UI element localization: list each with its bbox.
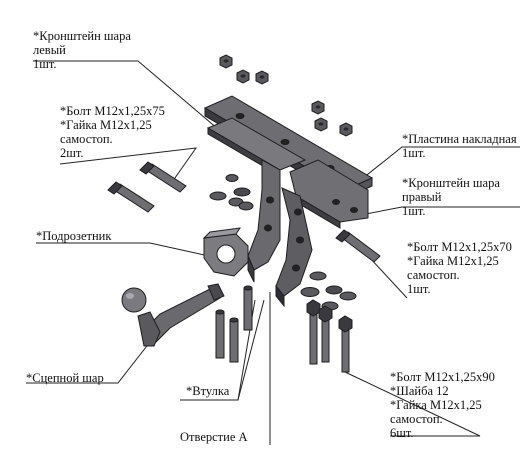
label-line: *Болт М12х1,25х70	[407, 240, 512, 254]
label-line: *Сцепной шар	[26, 371, 104, 385]
label-line: *Гайка М12х1,25	[60, 118, 152, 132]
leader-tow-ball	[26, 341, 151, 384]
label-line: *Болт М12х1,25х90	[390, 370, 495, 384]
bolt-icon	[338, 315, 353, 373]
bolt-icon	[139, 161, 187, 193]
label-line: *Шайба 12	[390, 384, 449, 398]
label-bracket-right: *Кронштейн шара правый 1шт.	[402, 176, 500, 218]
leader-bolt-90	[344, 371, 481, 437]
label-line: *Кронштейн шара	[33, 29, 131, 43]
label-line: 1шт.	[402, 204, 426, 218]
socket-plate-part	[202, 227, 249, 277]
leader-socket-plate	[36, 242, 219, 259]
label-line: *Кронштейн шара	[402, 176, 500, 190]
leader-bracket-left	[33, 60, 246, 153]
bolt-icon	[306, 299, 321, 365]
label-line: 1шт.	[407, 282, 431, 296]
label-line: самостоп.	[60, 132, 113, 146]
label-line: *Гайка М12х1,25	[407, 254, 499, 268]
label-line: 6шт.	[390, 426, 414, 440]
label-line: самостоп.	[407, 268, 460, 282]
bushing-icon	[243, 285, 253, 331]
label-bolt-75: *Болт М12х1,25х75 *Гайка М12х1,25 самост…	[60, 104, 165, 160]
bolt-75-group	[107, 161, 187, 213]
washer-group-left	[209, 174, 254, 211]
bolt-icon	[335, 229, 381, 263]
label-line: *Пластина накладная	[402, 132, 517, 146]
label-plate: *Пластина накладная 1шт.	[402, 132, 517, 160]
leader-lines	[26, 60, 520, 445]
left-bracket-part	[206, 117, 307, 283]
nut-icon	[311, 100, 325, 115]
label-line: 2шт.	[60, 146, 84, 160]
nut-icon	[255, 70, 269, 85]
leader-bolt-70	[369, 257, 408, 299]
nut-icon	[339, 122, 353, 137]
leader-bushing-2	[237, 299, 265, 401]
label-line: *Подрозетник	[36, 229, 112, 243]
right-bracket-part	[275, 159, 369, 308]
label-bracket-left: *Кронштейн шара левый 1шт.	[33, 29, 131, 71]
tow-ball-part	[121, 283, 225, 347]
label-line: самостоп.	[390, 412, 443, 426]
bushing-icon	[229, 317, 239, 363]
label-line: 1шт.	[402, 146, 426, 160]
label-line: правый	[402, 190, 442, 204]
nut-icon	[314, 117, 328, 132]
label-line: Отверстие А	[180, 430, 248, 444]
label-line: левый	[33, 43, 66, 57]
label-bushing: *Втулка	[186, 384, 229, 398]
label-line: *Болт М12х1,25х75	[60, 104, 165, 118]
label-hole-a: Отверстие А	[180, 430, 248, 444]
leader-bolt-75	[59, 147, 198, 186]
bolt-icon	[318, 305, 333, 363]
nut-group-top	[219, 54, 353, 137]
bushing-group	[215, 285, 253, 363]
bolt-90-group	[306, 299, 353, 373]
label-line: 1шт.	[33, 57, 57, 71]
nut-icon	[236, 69, 250, 84]
label-bolt-90: *Болт М12х1,25х90 *Шайба 12 *Гайка М12х1…	[390, 370, 495, 440]
bolt-70-group	[335, 229, 381, 263]
label-socket-plate: *Подрозетник	[36, 229, 111, 243]
bushing-icon	[215, 309, 225, 359]
label-line: *Гайка М12х1,25	[390, 398, 482, 412]
label-bolt-70: *Болт М12х1,25х70 *Гайка М12х1,25 самост…	[407, 240, 512, 296]
nut-icon	[219, 54, 233, 69]
label-line: *Втулка	[186, 384, 230, 398]
bolt-icon	[107, 181, 155, 213]
label-tow-ball: *Сцепной шар	[26, 371, 104, 385]
